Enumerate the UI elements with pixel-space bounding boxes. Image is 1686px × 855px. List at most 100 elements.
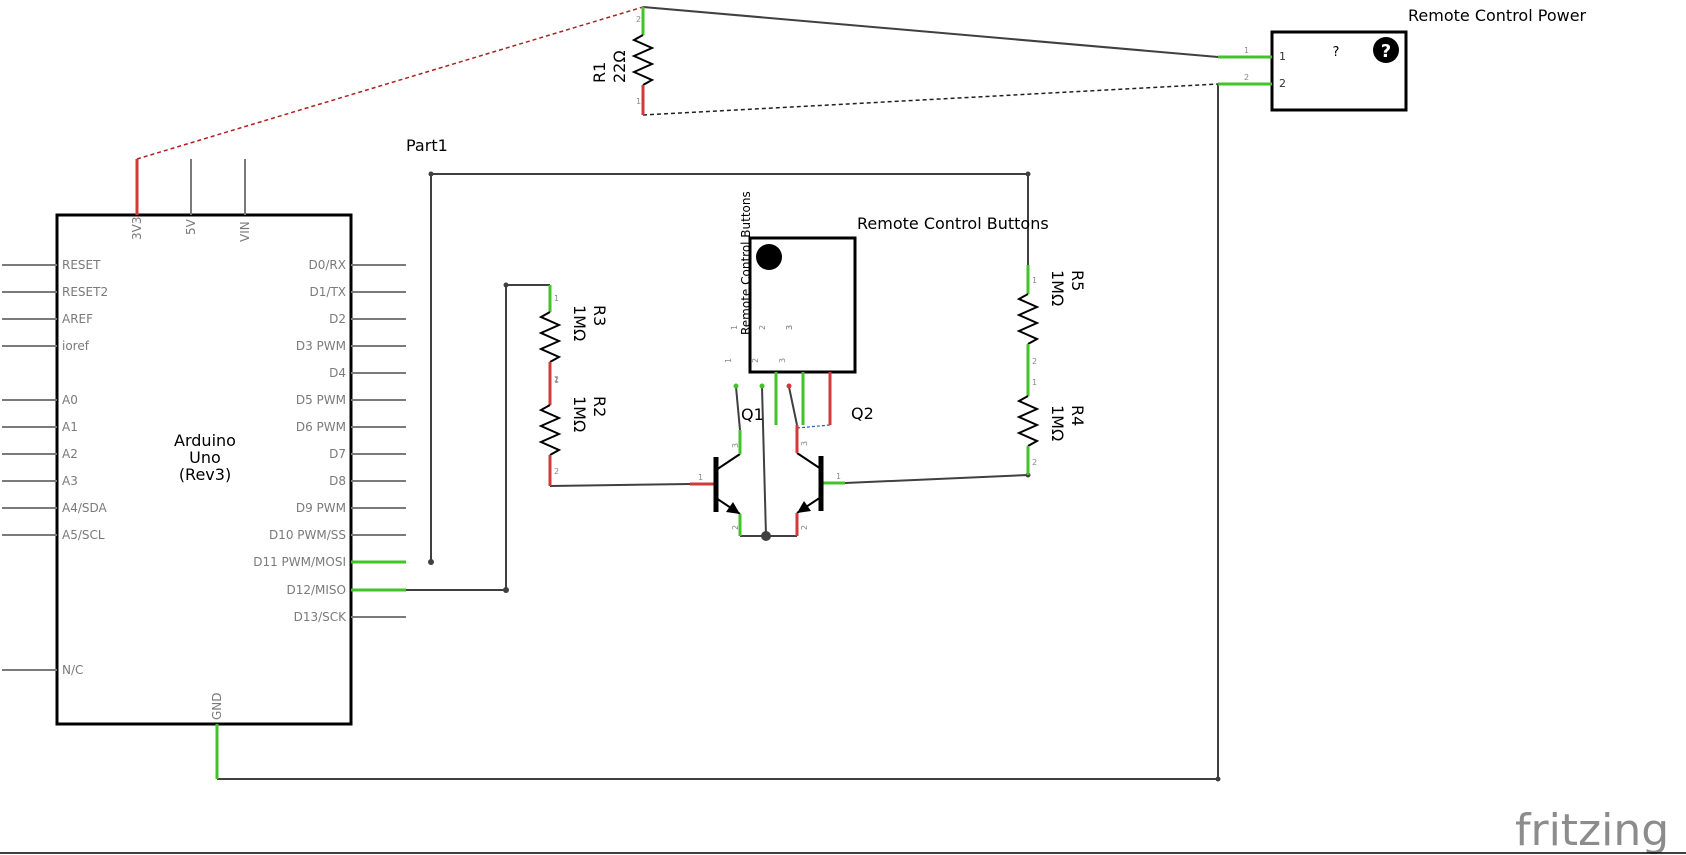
power-pin2: 2	[1279, 77, 1286, 90]
pin-gnd-label: GND	[210, 692, 224, 720]
resistor-r5[interactable]: 1 2 R5 1MΩ	[1016, 265, 1087, 375]
remote-control-buttons[interactable]: Remote Control Buttons Remote Control Bu…	[724, 191, 1049, 425]
buttons-label: Remote Control Buttons	[857, 214, 1049, 233]
pin-5v-label: 5V	[184, 218, 198, 235]
pin-reset2: RESET2	[62, 285, 108, 299]
power-pin1: 1	[1279, 50, 1286, 63]
wire-r1-to-power-pin2[interactable]	[642, 83, 1219, 116]
pin-d7: D7	[329, 447, 346, 461]
pin-d4: D4	[329, 366, 346, 380]
pin-nc: N/C	[62, 663, 83, 677]
svg-text:2: 2	[636, 15, 641, 24]
svg-text:3: 3	[785, 325, 794, 330]
r3-value: 1MΩ	[570, 305, 589, 341]
pin-d10: D10 PWM/SS	[269, 528, 346, 542]
transistor-q2[interactable]: Q2 1 3 2	[795, 404, 874, 536]
wire-q2-dashed[interactable]	[796, 424, 831, 429]
wire-common-to-button2[interactable]	[761, 386, 767, 537]
svg-text:1: 1	[1032, 276, 1037, 285]
pin-d0: D0/RX	[309, 258, 346, 272]
svg-text:2: 2	[1032, 357, 1037, 366]
r2-value: 1MΩ	[570, 396, 589, 432]
wire-d11-to-r5[interactable]	[430, 173, 1029, 562]
svg-text:1: 1	[1032, 378, 1037, 387]
svg-text:1: 1	[636, 97, 641, 106]
q1-emitter-arrow-icon	[726, 502, 740, 514]
wire-r1-to-power-pin1[interactable]	[642, 6, 1219, 58]
right-pin-leads	[351, 264, 406, 618]
svg-text:1: 1	[554, 376, 559, 385]
resistor-r3[interactable]: 1 2 R3 1MΩ	[538, 285, 609, 393]
pin-d3: D3 PWM	[296, 339, 346, 353]
pin-d13: D13/SCK	[294, 610, 348, 624]
r4-name: R4	[1068, 405, 1087, 426]
remote-control-power[interactable]: Remote Control Power 1 2 1 2 ? ?	[1218, 6, 1587, 112]
pin-a1: A1	[62, 420, 78, 434]
arduino-title-3: (Rev3)	[179, 465, 231, 484]
question-icon-glyph: ?	[1381, 41, 1391, 62]
resistor-r1[interactable]: 2 1 R1 22Ω	[590, 7, 655, 115]
wire-q2-to-button3[interactable]	[788, 386, 798, 426]
arduino-uno[interactable]: Arduino Uno (Rev3) 3V3 5V VIN RESET RESE…	[2, 159, 406, 779]
pin-d5: D5 PWM	[296, 393, 346, 407]
part1-label: Part1	[406, 136, 448, 155]
pin-a3: A3	[62, 474, 78, 488]
q1-name: Q1	[741, 405, 764, 424]
pin-d1: D1/TX	[310, 285, 346, 299]
pin-d8: D8	[329, 474, 346, 488]
r1-zigzag	[631, 34, 655, 86]
fritzing-logo: fritzing	[1515, 805, 1669, 855]
r3-name: R3	[590, 305, 609, 326]
power-symbol: ?	[1333, 45, 1340, 60]
svg-text:1: 1	[836, 472, 841, 481]
svg-text:1: 1	[554, 294, 559, 303]
wire-3v3-to-r1[interactable]	[136, 6, 644, 160]
left-pin-leads	[2, 264, 57, 671]
pin-d11: D11 PWM/MOSI	[253, 555, 346, 569]
arduino-body	[55, 213, 353, 726]
pin-d12: D12/MISO	[286, 583, 346, 597]
arduino-title-1: Arduino	[174, 431, 236, 450]
svg-text:1: 1	[724, 358, 733, 363]
svg-text:3: 3	[800, 441, 809, 446]
resistor-r2[interactable]: 1 2 R2 1MΩ	[538, 376, 609, 486]
r5-name: R5	[1068, 270, 1087, 291]
pin-a0: A0	[62, 393, 78, 407]
wire-r4-to-q2-base[interactable]	[844, 474, 1029, 484]
pin-ioref: ioref	[62, 339, 90, 353]
q2-name: Q2	[851, 404, 874, 423]
r2-zigzag	[538, 404, 562, 456]
transistor-q1[interactable]: Q1 1 3 2	[690, 405, 764, 536]
r2-name: R2	[590, 396, 609, 417]
arduino-title-2: Uno	[189, 448, 221, 467]
pin-a2: A2	[62, 447, 78, 461]
pin-a5: A5/SCL	[62, 528, 105, 542]
svg-text:1: 1	[1244, 46, 1249, 55]
svg-text:2: 2	[554, 375, 559, 384]
q2-emitter-arrow-icon	[797, 501, 811, 513]
svg-text:3: 3	[778, 358, 787, 363]
question-icon	[1373, 37, 1399, 63]
pin-d9: D9 PWM	[296, 501, 346, 515]
svg-text:2: 2	[800, 525, 809, 530]
svg-text:1: 1	[730, 325, 739, 330]
resistor-r4[interactable]: 1 2 R4 1MΩ	[1016, 375, 1087, 475]
r4-zigzag	[1016, 395, 1040, 447]
svg-text:2: 2	[751, 358, 760, 363]
svg-text:2: 2	[731, 525, 740, 530]
wire-d12-to-r3[interactable]	[406, 284, 550, 591]
wire-q1-to-button1[interactable]	[735, 386, 741, 431]
pin-d6: D6 PWM	[296, 420, 346, 434]
buttons-dot-icon	[756, 244, 782, 270]
wire-r2-to-q1-base[interactable]	[549, 483, 691, 487]
svg-text:2: 2	[1244, 73, 1249, 82]
buttons-side-label: Remote Control Buttons	[739, 191, 753, 335]
svg-text:2: 2	[1032, 458, 1037, 467]
svg-text:1: 1	[698, 473, 703, 482]
pin-aref: AREF	[62, 312, 93, 326]
r3-zigzag	[538, 311, 562, 363]
svg-text:2: 2	[554, 467, 559, 476]
wires	[136, 6, 1221, 782]
r1-value: 22Ω	[610, 50, 629, 83]
